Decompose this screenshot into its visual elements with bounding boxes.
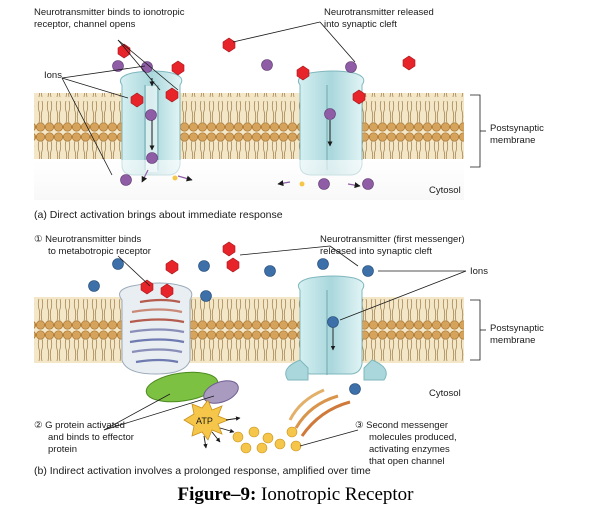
panel-b: ATP bbox=[34, 234, 547, 477]
atp-star: ATP bbox=[183, 399, 230, 441]
label-ions-a: Ions bbox=[44, 70, 62, 81]
label-membrane-a: Postsynaptic membrane bbox=[490, 123, 547, 146]
label-released-b: Neurotransmitter (first messenger) relea… bbox=[320, 234, 467, 257]
figure-number: Figure–9: bbox=[177, 484, 257, 505]
ions-b bbox=[88, 258, 374, 395]
label-binds-b: ① Neurotransmitter binds to metabotropic… bbox=[34, 234, 151, 257]
caption-b: (b) Indirect activation involves a prolo… bbox=[34, 465, 371, 477]
label-released-a: Neurotransmitter released into synaptic … bbox=[324, 7, 436, 30]
label-cytosol-a: Cytosol bbox=[429, 185, 461, 196]
panel-a: Neurotransmitter binds to ionotropic rec… bbox=[34, 7, 547, 221]
figure-title: Ionotropic Receptor bbox=[261, 484, 414, 505]
ions-a bbox=[112, 59, 374, 190]
g-protein bbox=[145, 371, 219, 403]
second-messengers bbox=[232, 426, 302, 454]
effector-protein bbox=[203, 380, 239, 404]
label-ions-b: Ions bbox=[470, 266, 488, 277]
label-binds-a: Neurotransmitter binds to ionotropic rec… bbox=[34, 7, 187, 30]
label-atp: ATP bbox=[196, 416, 213, 426]
neurotransmitters-a bbox=[117, 37, 416, 108]
ion-channel-closed bbox=[297, 70, 365, 176]
label-second-messenger: ③ Second messenger molecules produced, a… bbox=[355, 420, 459, 467]
caption-a: (a) Direct activation brings about immed… bbox=[34, 209, 283, 221]
label-membrane-b: Postsynaptic membrane bbox=[490, 323, 547, 346]
label-cytosol-b: Cytosol bbox=[429, 388, 461, 399]
figure-caption: Figure–9: Ionotropic Receptor bbox=[0, 484, 591, 506]
label-gprotein: ② G protein activated and binds to effec… bbox=[34, 420, 137, 455]
metabotropic-receptor bbox=[119, 282, 193, 375]
membrane-a bbox=[34, 93, 464, 159]
neurotransmitters-b bbox=[140, 241, 240, 299]
membrane-b bbox=[34, 297, 464, 363]
